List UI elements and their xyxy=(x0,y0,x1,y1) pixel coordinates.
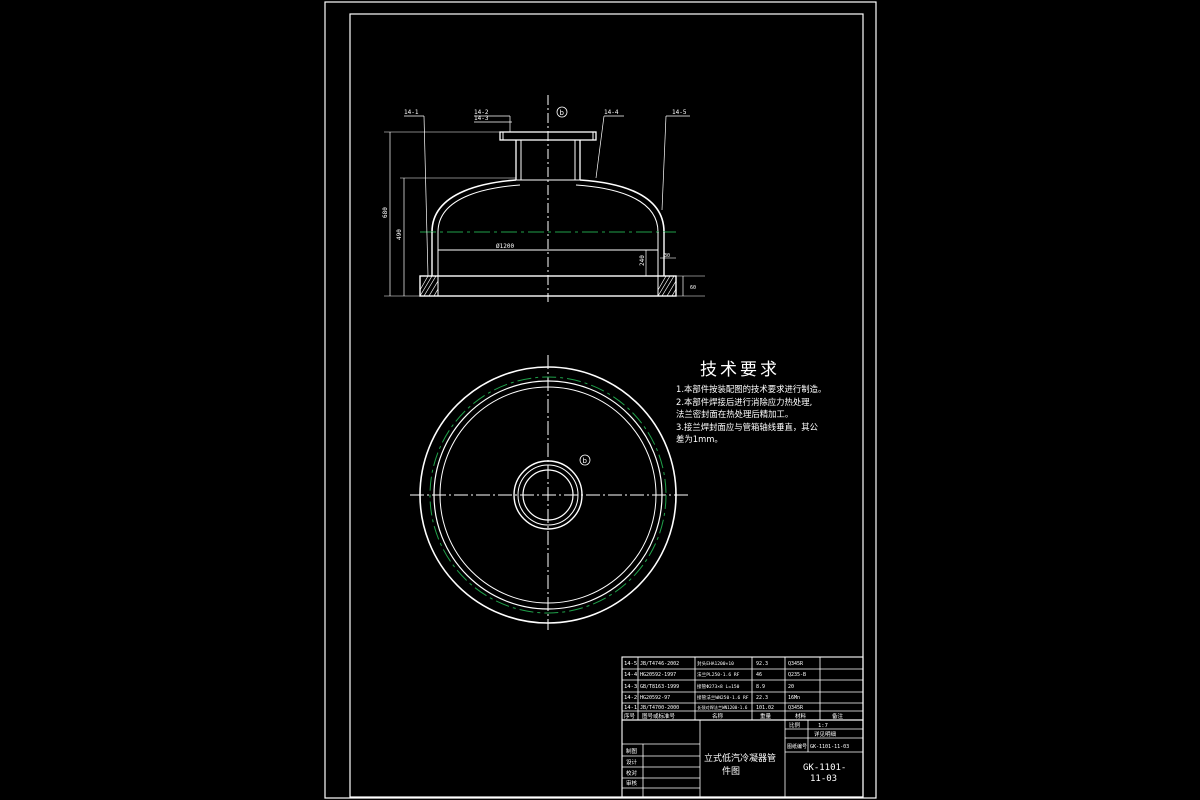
tech-req-title: 技术要求 xyxy=(700,360,780,380)
bom-row-name: 法兰PL250-1.6 RF xyxy=(697,671,740,678)
bom-row-no: 14-2 xyxy=(624,695,637,701)
bom-header-weight: 重量 xyxy=(760,712,772,720)
plan-view xyxy=(410,355,690,630)
dome-outer xyxy=(431,179,665,233)
scale-value: 1:7 xyxy=(818,723,828,729)
bottom-flange xyxy=(419,275,677,297)
bom-row-weight: 8.9 xyxy=(756,684,765,690)
top-flange xyxy=(499,131,597,141)
sheet-inner-border xyxy=(349,13,864,798)
plan-bolt-circle xyxy=(429,376,667,614)
scale-label: 比例 xyxy=(789,721,801,729)
plan-shell-outer xyxy=(433,380,663,610)
drawing-no-value: GK-1101-11-03 xyxy=(810,744,849,750)
bom-row-code: JB/T4700-2000 xyxy=(640,705,679,711)
code-line2: 11-03 xyxy=(810,774,837,784)
bom-header-note: 备注 xyxy=(832,712,844,720)
bom-row-code: HG20592-1997 xyxy=(640,672,676,678)
tech-req-line: 2.本部件焊接后进行消除应力热处理, xyxy=(676,396,813,407)
bom-row-weight: 46 xyxy=(756,672,762,678)
tech-req-line: 1.本部件按装配图的技术要求进行制造。 xyxy=(676,384,827,394)
bom-header-no: 序号 xyxy=(624,712,636,720)
bom-row-weight: 22.3 xyxy=(756,695,768,701)
bom-row-no: 14-1 xyxy=(624,705,637,711)
role-reviewer: 审核 xyxy=(626,779,638,787)
role-designer: 设计 xyxy=(626,758,638,766)
bom-row-weight: 101.02 xyxy=(756,705,774,711)
bom-row-no: 14-5 xyxy=(624,661,637,667)
bom-header-code: 图号或标准号 xyxy=(642,712,676,720)
front-view xyxy=(384,95,705,302)
role-drafter: 制图 xyxy=(626,747,638,755)
role-checker: 校对 xyxy=(626,769,638,777)
tech-req-line: 3.接兰焊封面应与管箱轴线垂直，其公 xyxy=(676,421,818,432)
plan-shell-inner xyxy=(439,386,657,604)
bom-row-code: GB/T8163-1999 xyxy=(640,684,679,690)
dome-inner xyxy=(437,184,659,233)
dim-overall-height: 680 xyxy=(382,207,389,218)
drawing-no-label: 图纸编号 xyxy=(787,743,807,750)
bom-header-mat: 材料 xyxy=(795,712,807,720)
title-line1: 立式低汽冷凝器管 xyxy=(704,752,776,764)
leader-label-14-4: 14-4 xyxy=(604,109,619,116)
bom-row-no: 14-4 xyxy=(624,672,638,678)
bom-row-mat: 20 xyxy=(788,684,794,690)
bom-row-name: 接管Φ273×8 L=150 xyxy=(697,683,740,690)
dim-body-height: 490 xyxy=(396,229,403,240)
plan-nozzle-outer xyxy=(513,460,583,530)
dim-seat-height: 240 xyxy=(639,255,646,266)
tech-req-line: 法兰密封面在热处理后精加工。 xyxy=(676,409,794,419)
leader-label-14-5: 14-5 xyxy=(672,109,687,116)
bom-header-name: 名称 xyxy=(712,712,724,720)
bom-row-code: HG20592-97 xyxy=(640,695,670,701)
title-block xyxy=(621,719,864,798)
leader-label-14-3: 14-3 xyxy=(474,115,489,122)
dim-flange-thk: 60 xyxy=(690,285,696,291)
technical-requirements: 技术要求 1.本部件按装配图的技术要求进行制造。 2.本部件焊接后进行消除应力热… xyxy=(676,355,861,446)
tech-req-line: 差为1mm。 xyxy=(676,434,723,444)
plan-nozzle-inner xyxy=(522,469,574,521)
bom-row-code: JB/T4746-2002 xyxy=(640,661,679,667)
leader-label-14-2: 14-2 xyxy=(474,109,489,116)
bom-row-mat: Q345R xyxy=(788,661,804,667)
plan-center-mark-label: b xyxy=(583,457,588,465)
bom-rows: 14-5 JB/T4746-2002 封头EHA1200×10 92.3 Q34… xyxy=(624,660,844,720)
bom-row-name: 长颈对焊法兰WN1200-1.6 xyxy=(697,704,748,711)
leader-label-14-1: 14-1 xyxy=(404,109,419,116)
plan-center-mark-circle xyxy=(579,454,591,466)
front-center-mark-circle xyxy=(556,106,568,118)
bom-row-name: 接管法兰WN250-1.6 RF xyxy=(697,694,749,701)
bom-row-name: 封头EHA1200×10 xyxy=(697,660,734,667)
bom-row-weight: 92.3 xyxy=(756,661,768,667)
flange-hatch-right xyxy=(657,275,677,297)
front-center-mark-label: b xyxy=(560,109,565,117)
bom-row-mat: Q235-B xyxy=(788,672,806,678)
dim-seat-gap: 30 xyxy=(664,253,670,259)
code-line1: GK-1101- xyxy=(803,763,846,773)
plan-nozzle-mid xyxy=(517,464,579,526)
sheet-outer-border xyxy=(324,1,877,799)
dim-diameter: Ø1200 xyxy=(496,243,514,250)
bom-row-mat: Q345R xyxy=(788,705,804,711)
bom-row-no: 14-3 xyxy=(624,684,637,690)
title-line2: 件图 xyxy=(722,765,740,777)
material-value: 详见明细 xyxy=(814,730,837,738)
flange-hatch-left xyxy=(419,275,439,297)
plan-flange-outer xyxy=(419,366,677,624)
bom-row-mat: 16Mn xyxy=(788,695,800,701)
